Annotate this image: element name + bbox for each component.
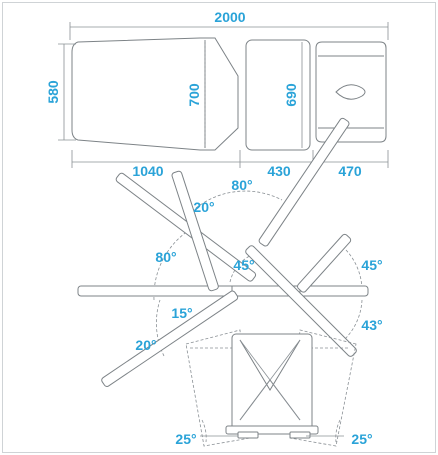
angle-leg-up: 80°: [155, 249, 176, 265]
middle-section-outline: [245, 39, 311, 151]
head-section-up: [297, 233, 352, 293]
angle-center: 45°: [233, 257, 254, 273]
segment-1-label: 1040: [132, 163, 163, 179]
overall-length-label: 2000: [214, 9, 245, 25]
body-section-outline: [71, 37, 239, 151]
angle-leg-down: 20°: [135, 337, 156, 353]
angle-leg-small: 15°: [171, 305, 192, 321]
segment-3-label: 470: [338, 163, 362, 179]
tilt-left-label: 25°: [175, 431, 196, 447]
angle-back-small: 20°: [193, 199, 214, 215]
leg-section-down: [101, 290, 239, 387]
angle-back-up: 80°: [231, 177, 252, 193]
head-section-outline: [315, 41, 387, 143]
inner-width-label: 700: [186, 83, 202, 107]
tilt-right-label: 25°: [351, 431, 372, 447]
end-view: 25° 25°: [175, 329, 373, 447]
body-width-label: 580: [45, 80, 61, 104]
angle-head-up: 45°: [361, 257, 382, 273]
face-hole: [335, 84, 366, 100]
top-view: 2000 700 580 690 1040 430 470: [45, 9, 389, 179]
back-section-vertical: [171, 170, 219, 292]
angle-head-down: 43°: [361, 317, 382, 333]
head-width-label: 690: [283, 83, 299, 107]
segment-2-label: 430: [267, 163, 291, 179]
side-table-horizontal: [77, 285, 369, 297]
side-view: 80° 20° 80° 45° 45° 15° 20° 43°: [77, 117, 383, 387]
head-section-raised: [258, 117, 350, 247]
